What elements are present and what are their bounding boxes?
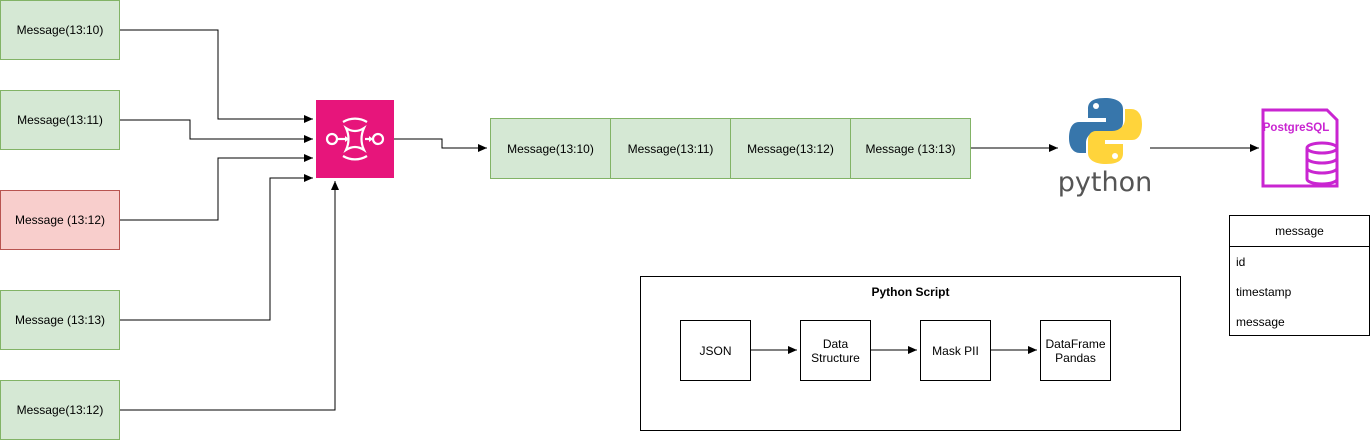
- queue-message-4: Message (13:13): [850, 118, 971, 179]
- step-label: DataFrame Pandas: [1045, 336, 1106, 365]
- step-label: Data Structure: [811, 336, 860, 365]
- source-message-1: Message(13:10): [0, 0, 120, 60]
- python-wordmark: python: [1058, 167, 1152, 198]
- edge-source4-sqs: [120, 174, 313, 321]
- table-name: message: [1230, 216, 1369, 247]
- step-json: JSON: [680, 320, 751, 381]
- queue-message-3: Message(13:12): [730, 118, 851, 179]
- python-script-title: Python Script: [871, 285, 950, 299]
- source-message-label: Message(13:12): [16, 403, 104, 417]
- source-message-5: Message(13:12): [0, 380, 120, 440]
- source-message-4: Message (13:13): [0, 290, 120, 350]
- queue-message-2: Message(13:11): [610, 118, 731, 179]
- python-logo: python: [1055, 95, 1155, 200]
- source-message-label: Message (13:12): [14, 213, 106, 227]
- step-label: Mask PII: [932, 343, 979, 358]
- queue-message-label: Message (13:13): [865, 141, 956, 156]
- postgresql-icon: PostgreSQL: [1259, 108, 1341, 190]
- table-field: id: [1236, 255, 1246, 269]
- queue-message-label: Message(13:12): [747, 141, 834, 156]
- queue-message-label: Message(13:11): [627, 141, 714, 156]
- python-script-container: Python Script: [640, 276, 1181, 431]
- table-field: message: [1236, 315, 1285, 329]
- step-data-structure: Data Structure: [800, 320, 871, 381]
- source-message-3: Message (13:12): [0, 190, 120, 250]
- step-dataframe-pandas: DataFrame Pandas: [1040, 320, 1111, 381]
- queue-message-1: Message(13:10): [490, 118, 611, 179]
- source-message-2: Message(13:11): [0, 90, 120, 150]
- edge-source2-sqs: [120, 119, 313, 143]
- source-message-label: Message(13:11): [17, 113, 103, 127]
- edge-sqs-queue: [394, 138, 487, 152]
- message-table: message id timestamp message: [1229, 215, 1370, 336]
- edge-source3-sqs: [120, 154, 313, 221]
- table-field: timestamp: [1236, 285, 1292, 299]
- postgres-label: PostgreSQL: [1263, 122, 1329, 134]
- source-message-label: Message(13:10): [16, 23, 104, 37]
- step-label: JSON: [699, 343, 732, 358]
- step-mask-pii: Mask PII: [920, 320, 991, 381]
- edge-source5-sqs: [120, 181, 339, 411]
- queue-message-label: Message(13:10): [507, 141, 594, 156]
- aws-sqs-icon: [316, 100, 394, 178]
- source-message-label: Message (13:13): [14, 313, 106, 327]
- edge-source1-sqs: [120, 29, 313, 123]
